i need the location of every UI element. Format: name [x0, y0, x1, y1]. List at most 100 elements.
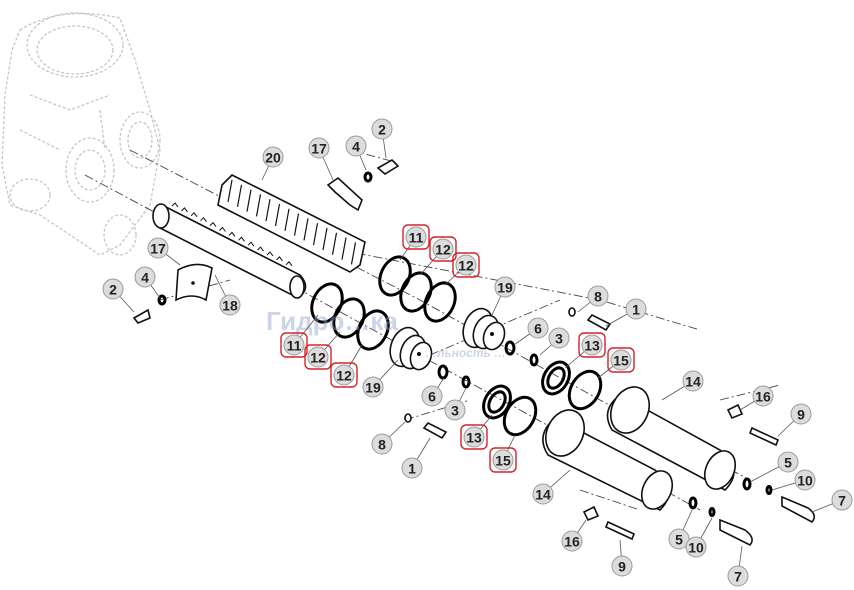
callout-number: 13 [584, 338, 600, 354]
clip-part-17-upper [326, 176, 363, 212]
callout-bubble [668, 528, 690, 550]
fittings-part-5-10-7 [688, 477, 816, 546]
callout-10: 10 [794, 469, 816, 491]
callout-number: 6 [428, 389, 436, 405]
callout-number: 18 [222, 298, 238, 314]
callout-20: 20 [262, 146, 284, 168]
piston-part-19-lower [389, 326, 433, 371]
callout-4: 4 [345, 135, 367, 157]
callout-7: 7 [831, 489, 853, 511]
callout-bubble [102, 278, 124, 300]
callout-7: 7 [727, 565, 749, 587]
callout-number: 6 [534, 321, 542, 337]
plate-part-17-lower [175, 263, 213, 302]
callout-bubble [134, 266, 156, 288]
callout-12-highlighted: 12 [429, 236, 457, 262]
callout-12-highlighted: 12 [304, 344, 332, 370]
callout-5: 5 [668, 528, 690, 550]
callout-19: 19 [362, 376, 384, 398]
cylinder-part-14-lower [542, 409, 674, 511]
callout-13-highlighted: 13 [460, 424, 488, 450]
callout-bubble [685, 536, 707, 558]
callout-bubble [262, 146, 284, 168]
highlight-box [578, 332, 606, 358]
callout-8: 8 [371, 433, 393, 455]
rings-part-6-3 [437, 340, 539, 389]
callout-15-highlighted: 15 [607, 347, 635, 373]
callout-number: 8 [378, 437, 386, 453]
washer-part-4-lower [157, 294, 167, 306]
watermark: Гидро…ка …льность … [266, 306, 506, 360]
callout-number: 20 [265, 150, 281, 166]
callout-number: 14 [685, 374, 701, 390]
callout-number: 9 [797, 407, 805, 423]
callout-number: 14 [535, 487, 551, 503]
callout-12-highlighted: 12 [452, 252, 480, 278]
callout-bubble [283, 334, 305, 356]
callout-number: 10 [797, 473, 813, 489]
callout-bubble [362, 376, 384, 398]
callout-8: 8 [587, 285, 609, 307]
callout-number: 5 [784, 455, 792, 471]
callout-bubble [625, 298, 647, 320]
callout-bubble [455, 254, 477, 276]
bolt-part-2-lower [132, 308, 151, 324]
callout-bubble [548, 327, 570, 349]
highlight-box [402, 224, 430, 250]
callout-bubble [752, 385, 774, 407]
callout-3: 3 [444, 399, 466, 421]
callout-15-highlighted: 15 [489, 447, 517, 473]
highlight-box [489, 447, 517, 473]
callout-11-highlighted: 11 [402, 224, 430, 250]
callout-number: 1 [632, 302, 640, 318]
callout-12-highlighted: 12 [330, 362, 358, 388]
callout-bubble [401, 457, 423, 479]
callout-bubble [831, 489, 853, 511]
callout-bubble [682, 370, 704, 392]
cylinder-part-14-upper [606, 386, 737, 491]
seal-rings-11-12-upper [378, 255, 457, 323]
callout-bubble [444, 399, 466, 421]
callout-5: 5 [777, 451, 799, 473]
callout-number: 11 [287, 338, 302, 354]
callout-16: 16 [752, 385, 774, 407]
highlight-box [607, 347, 635, 373]
callout-number: 19 [365, 380, 381, 396]
callout-17: 17 [308, 137, 330, 159]
callout-number: 11 [409, 230, 424, 246]
callout-number: 16 [755, 389, 771, 405]
callout-bubble [308, 137, 330, 159]
callout-number: 12 [310, 350, 326, 366]
callout-bubble [527, 317, 549, 339]
callout-bubble [307, 346, 329, 368]
watermark-line-1: Гидро…ка [266, 306, 398, 336]
callout-number: 12 [435, 242, 451, 258]
callout-3: 3 [548, 327, 570, 349]
callout-number: 4 [141, 270, 149, 286]
callout-2: 2 [102, 278, 124, 300]
callout-bubble [611, 555, 633, 577]
fittings-part-16-9 [582, 403, 780, 541]
rack-part-20 [217, 174, 366, 273]
callout-bubble [405, 226, 427, 248]
watermark-line-2: …льность … [425, 346, 506, 360]
callout-bubble [561, 530, 583, 552]
callout-11-highlighted: 11 [280, 332, 308, 358]
callout-bubble [219, 294, 241, 316]
callout-number: 8 [594, 289, 602, 305]
callout-bubble [345, 135, 367, 157]
callout-number: 2 [109, 282, 117, 298]
callout-number: 7 [838, 493, 846, 509]
callout-bubble [610, 349, 632, 371]
callout-bubble [727, 565, 749, 587]
callout-bubble [371, 118, 393, 140]
callout-bubble [463, 426, 485, 448]
callout-2: 2 [371, 118, 393, 140]
callout-10: 10 [685, 536, 707, 558]
callout-14: 14 [532, 483, 554, 505]
callout-bubble [532, 483, 554, 505]
callout-number: 10 [688, 540, 704, 556]
callout-4: 4 [134, 266, 156, 288]
